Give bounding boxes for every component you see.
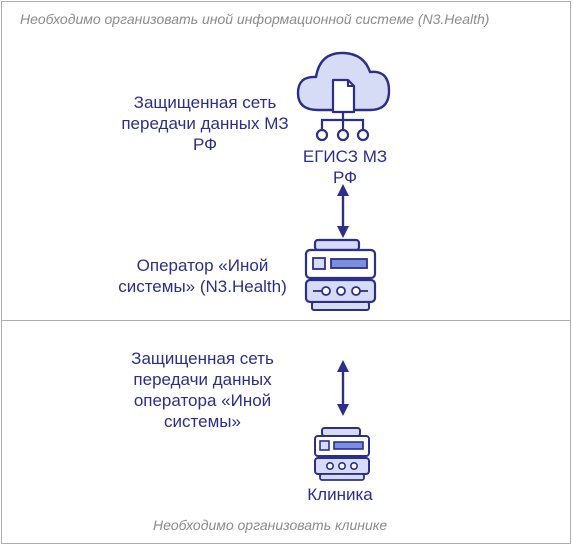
egisz-label: ЕГИСЗ МЗ РФ bbox=[302, 147, 388, 187]
operator-label: Оператор «Иной системы» (N3.Health) bbox=[118, 256, 287, 296]
clinic-label: Клиника bbox=[307, 485, 373, 504]
top-panel: Необходимо организовать иной информацион… bbox=[1, 1, 571, 321]
server-icon-operator bbox=[304, 238, 377, 311]
protected-network-label: Защищенная сеть передачи данных МЗ РФ bbox=[121, 93, 289, 154]
top-caption: Необходимо организовать иной информацион… bbox=[20, 11, 490, 27]
server-icon-clinic bbox=[314, 427, 370, 481]
bottom-caption: Необходимо организовать клинике bbox=[153, 517, 388, 533]
operator-network-label: Защищенная сеть передачи данных оператор… bbox=[131, 349, 274, 431]
bottom-panel: Необходимо организовать клинике bbox=[1, 320, 571, 544]
cloud-icon bbox=[296, 51, 391, 142]
